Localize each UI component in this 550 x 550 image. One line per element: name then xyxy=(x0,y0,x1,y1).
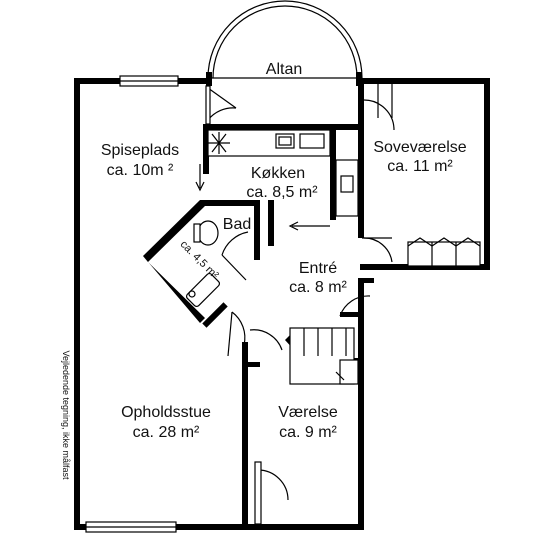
area-vaerelse: ca. 9 m² xyxy=(279,424,337,441)
label-bad: Bad xyxy=(223,216,251,233)
area-koekken: ca. 8,5 m² xyxy=(246,184,318,201)
room-labels: Altan Spiseplads ca. 10m ² Køkken ca. 8,… xyxy=(61,61,467,480)
area-bad: ca. 4,5 m² xyxy=(178,238,221,281)
label-spiseplads: Spiseplads xyxy=(101,142,179,159)
area-opholdsstue: ca. 28 m² xyxy=(133,424,200,441)
bedroom-wardrobe xyxy=(407,237,481,267)
bathroom-fixtures xyxy=(185,220,221,308)
label-vaerelse: Værelse xyxy=(278,404,338,421)
windows xyxy=(85,75,179,533)
stairs xyxy=(289,327,359,385)
kitchen-fixtures xyxy=(195,129,359,231)
doors xyxy=(205,84,395,525)
area-sovevaerelse: ca. 11 m² xyxy=(387,158,453,175)
balcony xyxy=(206,0,363,86)
side-note: Vejledende tegning, ikke målfast xyxy=(61,350,71,480)
label-sovevaerelse: Soveværelse xyxy=(373,139,466,156)
area-entre: ca. 8 m² xyxy=(289,279,347,296)
area-spiseplads: ca. 10m ² xyxy=(107,162,174,179)
label-entre: Entré xyxy=(299,260,337,277)
label-altan: Altan xyxy=(266,61,302,78)
label-opholdsstue: Opholdsstue xyxy=(121,404,211,421)
label-koekken: Køkken xyxy=(251,165,305,182)
